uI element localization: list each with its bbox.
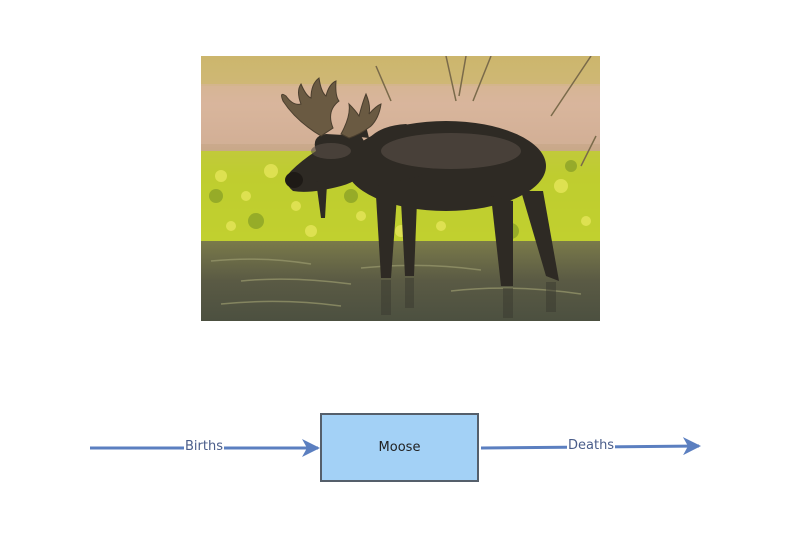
stock-label: Moose <box>378 440 421 455</box>
births-label: Births <box>184 439 224 455</box>
deaths-label: Deaths <box>567 438 616 454</box>
moose-photo <box>201 56 600 321</box>
moose-stock-box[interactable]: Moose <box>320 413 479 482</box>
moose-illustration <box>201 56 600 321</box>
